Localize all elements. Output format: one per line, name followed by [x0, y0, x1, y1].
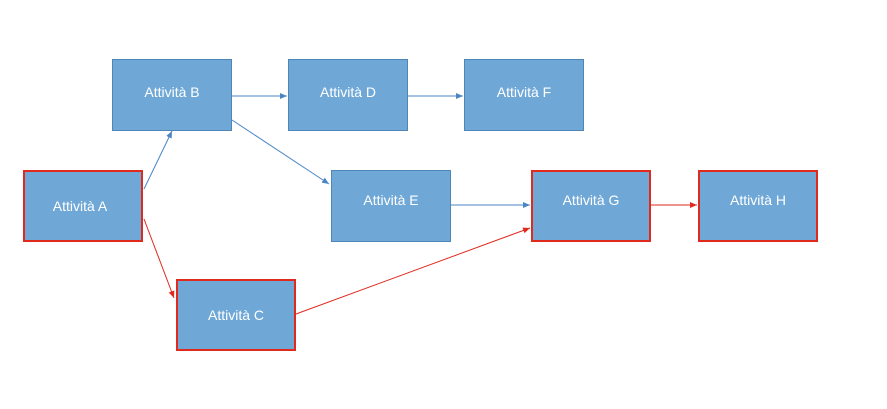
node-activity-e-label: Attività E	[363, 192, 419, 208]
node-activity-c: Attività C	[176, 279, 296, 351]
node-activity-h-label: Attività H	[729, 192, 786, 208]
node-activity-a-label: Attività A	[52, 198, 108, 214]
edge-a-b	[143, 130, 173, 190]
node-activity-g-label: Attività G	[562, 192, 620, 208]
node-activity-a: Attività A	[23, 170, 143, 242]
node-activity-d-label: Attività D	[319, 84, 376, 100]
node-activity-e: Attività E	[331, 170, 451, 242]
node-activity-c-label: Attività C	[207, 307, 264, 323]
node-activity-g: Attività G	[531, 170, 651, 242]
node-activity-h: Attività H	[698, 170, 818, 242]
node-activity-b: Attività B	[112, 59, 232, 131]
node-activity-d: Attività D	[288, 59, 408, 131]
node-activity-f: Attività F	[464, 59, 584, 131]
node-activity-b-label: Attività B	[144, 84, 200, 100]
node-activity-f-label: Attività F	[496, 84, 552, 100]
edge-a-c	[143, 218, 175, 299]
